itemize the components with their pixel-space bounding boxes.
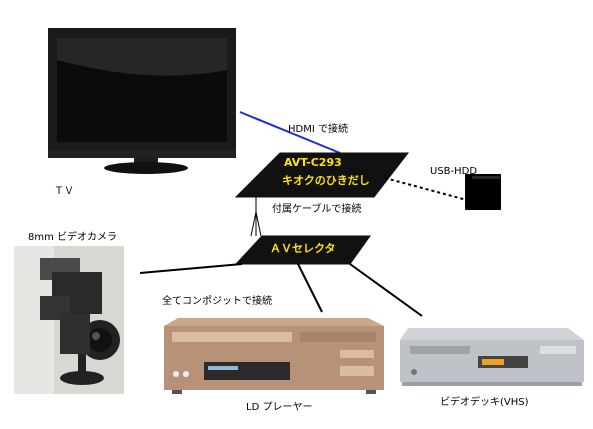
tv-image [48, 28, 236, 174]
composite-label: 全てコンポジットで接続 [162, 296, 272, 307]
ld-player-image [164, 318, 384, 394]
composite-cable-ld [297, 263, 323, 313]
composite-cable-camera [139, 263, 243, 274]
tv-label: ＴＶ [54, 186, 74, 197]
usb-cable [384, 177, 479, 204]
bundled-cable-label: 付属ケーブルで接続 [272, 204, 362, 215]
vcr-label: ビデオデッキ(VHS) [440, 397, 529, 408]
hdmi-label: HDMI で接続 [288, 124, 348, 135]
camera-label: 8mm ビデオカメラ [28, 232, 118, 243]
av-selector-label: ＡＶセレクタ [270, 242, 336, 255]
vcr-image [400, 328, 584, 386]
capture-box-model: AVT-C293 [284, 156, 342, 169]
ld-player-label: LD プレーヤー [246, 402, 313, 413]
bundled-cable [250, 197, 262, 237]
usb-hdd-image [465, 174, 501, 210]
capture-box-shape [234, 152, 410, 198]
camera-image [14, 246, 124, 394]
capture-box-name: キオクのひきだし [282, 174, 370, 187]
composite-cable-vcr [349, 263, 423, 317]
hdmi-cable [239, 111, 341, 154]
usb-hdd-label: USB-HDD [430, 166, 478, 177]
